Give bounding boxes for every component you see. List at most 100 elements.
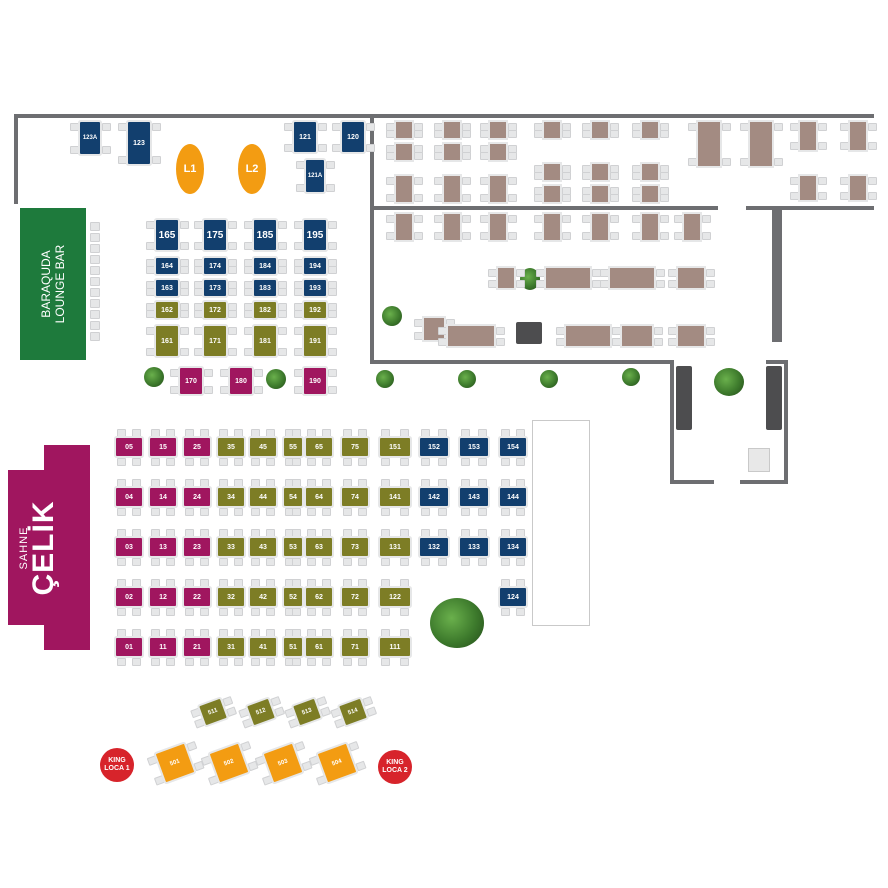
- table-171[interactable]: 171: [204, 326, 226, 356]
- king-loca-2[interactable]: KING LOCA 2: [378, 750, 412, 784]
- chair: [400, 629, 409, 637]
- chair: [461, 558, 470, 566]
- table-41[interactable]: 41: [250, 638, 276, 656]
- chair: [166, 508, 175, 516]
- chair: [400, 658, 409, 666]
- vip-table-l2[interactable]: L2: [238, 144, 266, 194]
- table-23[interactable]: 23: [184, 538, 210, 556]
- table-121[interactable]: 121: [294, 122, 316, 152]
- table-153[interactable]: 153: [460, 438, 488, 456]
- table-173[interactable]: 173: [204, 280, 226, 296]
- table-04[interactable]: 04: [116, 488, 142, 506]
- chair: [292, 479, 301, 487]
- table-143[interactable]: 143: [460, 488, 488, 506]
- chair: [508, 194, 517, 202]
- table-53[interactable]: 53: [284, 538, 302, 556]
- table-64[interactable]: 64: [306, 488, 332, 506]
- table-03[interactable]: 03: [116, 538, 142, 556]
- table-51[interactable]: 51: [284, 638, 302, 656]
- table-74[interactable]: 74: [342, 488, 368, 506]
- table-01[interactable]: 01: [116, 638, 142, 656]
- table-183[interactable]: 183: [254, 280, 276, 296]
- table-185[interactable]: 185: [254, 220, 276, 250]
- chair: [400, 508, 409, 516]
- table-11[interactable]: 11: [150, 638, 176, 656]
- table-190[interactable]: 190: [304, 368, 326, 394]
- table-122[interactable]: 122: [380, 588, 410, 606]
- table-14[interactable]: 14: [150, 488, 176, 506]
- table-163[interactable]: 163: [156, 280, 178, 296]
- table-124[interactable]: 124: [500, 588, 526, 606]
- table-21[interactable]: 21: [184, 638, 210, 656]
- table-34[interactable]: 34: [218, 488, 244, 506]
- table-123[interactable]: 123: [128, 122, 150, 164]
- table-170[interactable]: 170: [180, 368, 202, 394]
- table-181[interactable]: 181: [254, 326, 276, 356]
- chair: [296, 161, 305, 169]
- table-31[interactable]: 31: [218, 638, 244, 656]
- chair: [204, 386, 213, 394]
- chair: [318, 123, 327, 131]
- table-165[interactable]: 165: [156, 220, 178, 250]
- king-loca-1[interactable]: KING LOCA 1: [100, 748, 134, 782]
- table-164[interactable]: 164: [156, 258, 178, 274]
- table-192[interactable]: 192: [304, 302, 326, 318]
- table-15[interactable]: 15: [150, 438, 176, 456]
- table-191[interactable]: 191: [304, 326, 326, 356]
- armchair: [748, 448, 770, 472]
- table-33[interactable]: 33: [218, 538, 244, 556]
- table-22[interactable]: 22: [184, 588, 210, 606]
- table-71[interactable]: 71: [342, 638, 368, 656]
- table-121a[interactable]: 121A: [306, 160, 324, 192]
- table-134[interactable]: 134: [500, 538, 526, 556]
- table-61[interactable]: 61: [306, 638, 332, 656]
- table-54[interactable]: 54: [284, 488, 302, 506]
- table-43[interactable]: 43: [250, 538, 276, 556]
- table-111[interactable]: 111: [380, 638, 410, 656]
- table-180[interactable]: 180: [230, 368, 252, 394]
- table-193[interactable]: 193: [304, 280, 326, 296]
- table-142[interactable]: 142: [420, 488, 448, 506]
- table-52[interactable]: 52: [284, 588, 302, 606]
- table-154[interactable]: 154: [500, 438, 526, 456]
- table-72[interactable]: 72: [342, 588, 368, 606]
- table-75[interactable]: 75: [342, 438, 368, 456]
- table-131[interactable]: 131: [380, 538, 410, 556]
- table-144[interactable]: 144: [500, 488, 526, 506]
- vip-table-l1[interactable]: L1: [176, 144, 204, 194]
- table-35[interactable]: 35: [218, 438, 244, 456]
- table-133[interactable]: 133: [460, 538, 488, 556]
- table-32[interactable]: 32: [218, 588, 244, 606]
- table-195[interactable]: 195: [304, 220, 326, 250]
- table-63[interactable]: 63: [306, 538, 332, 556]
- table-174[interactable]: 174: [204, 258, 226, 274]
- table-02[interactable]: 02: [116, 588, 142, 606]
- table-182[interactable]: 182: [254, 302, 276, 318]
- table-151[interactable]: 151: [380, 438, 410, 456]
- table-161[interactable]: 161: [156, 326, 178, 356]
- chair: [358, 658, 367, 666]
- table-25[interactable]: 25: [184, 438, 210, 456]
- table-162[interactable]: 162: [156, 302, 178, 318]
- table-152[interactable]: 152: [420, 438, 448, 456]
- table-55[interactable]: 55: [284, 438, 302, 456]
- table-172[interactable]: 172: [204, 302, 226, 318]
- chair: [180, 266, 189, 274]
- table-73[interactable]: 73: [342, 538, 368, 556]
- table-132[interactable]: 132: [420, 538, 448, 556]
- table-175[interactable]: 175: [204, 220, 226, 250]
- table-120[interactable]: 120: [342, 122, 364, 152]
- table-12[interactable]: 12: [150, 588, 176, 606]
- table-13[interactable]: 13: [150, 538, 176, 556]
- table-62[interactable]: 62: [306, 588, 332, 606]
- table-123a[interactable]: 123A: [80, 122, 100, 154]
- table-45[interactable]: 45: [250, 438, 276, 456]
- table-24[interactable]: 24: [184, 488, 210, 506]
- table-44[interactable]: 44: [250, 488, 276, 506]
- table-05[interactable]: 05: [116, 438, 142, 456]
- table-184[interactable]: 184: [254, 258, 276, 274]
- table-42[interactable]: 42: [250, 588, 276, 606]
- table-65[interactable]: 65: [306, 438, 332, 456]
- table-141[interactable]: 141: [380, 488, 410, 506]
- table-194[interactable]: 194: [304, 258, 326, 274]
